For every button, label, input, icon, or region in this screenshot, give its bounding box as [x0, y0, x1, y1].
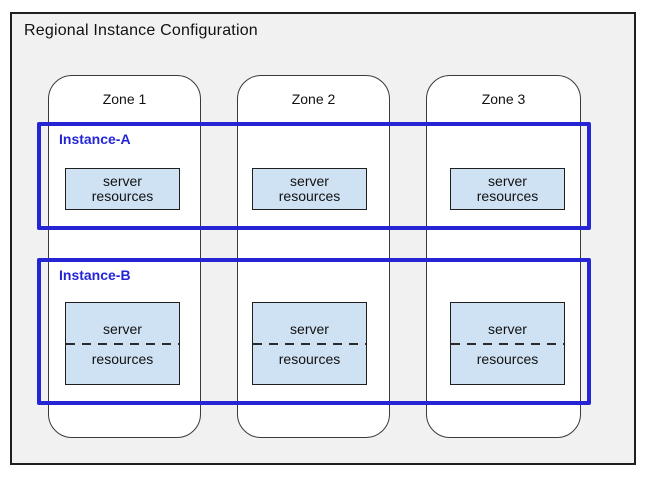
zone-3-label: Zone 3 — [481, 91, 526, 107]
server-resources-label-line2: resources — [476, 350, 539, 367]
server-resources-label-line1: server — [290, 320, 329, 337]
server-resources-label-line2: resources — [91, 350, 154, 367]
dashed-divider — [451, 342, 564, 345]
server-resources-label-line1: server — [290, 173, 329, 189]
server-resources-label-line2: resources — [278, 350, 341, 367]
server-resources-label-line1: server — [103, 320, 142, 337]
zone-2-label: Zone 2 — [291, 91, 336, 107]
server-resources-box-a-zone1: server resources — [65, 168, 180, 210]
server-resources-box-a-zone2: server resources — [252, 168, 367, 210]
region-box: Regional Instance Configuration Zone 1 Z… — [10, 12, 636, 465]
server-resources-box-b-zone1: server resources — [65, 302, 180, 385]
instance-a-box: Instance-A — [37, 122, 591, 230]
server-resources-label-line1: server — [103, 173, 142, 189]
server-resources-box-b-zone2: server resources — [252, 302, 367, 385]
dashed-divider — [253, 342, 366, 345]
instance-a-label: Instance-A — [59, 131, 131, 147]
server-resources-label-line2: resources — [91, 188, 154, 204]
server-resources-box-b-zone3: server resources — [450, 302, 565, 385]
server-resources-label-line2: resources — [476, 188, 539, 204]
server-resources-label-line1: server — [488, 320, 527, 337]
dashed-divider — [66, 342, 179, 345]
server-resources-box-a-zone3: server resources — [450, 168, 565, 210]
diagram-title: Regional Instance Configuration — [24, 22, 258, 39]
zone-1-label: Zone 1 — [102, 91, 147, 107]
server-resources-label-line1: server — [488, 173, 527, 189]
server-resources-label-line2: resources — [278, 188, 341, 204]
instance-b-label: Instance-B — [59, 267, 131, 283]
instance-b-box: Instance-B — [37, 258, 591, 405]
